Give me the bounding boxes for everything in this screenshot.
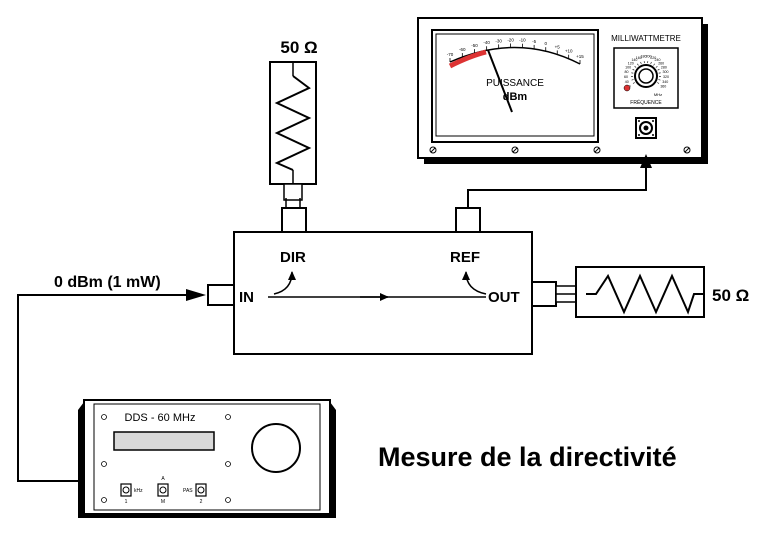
ref-coupling-arrow — [462, 271, 487, 295]
knob-m-label: M — [161, 499, 165, 505]
load-dir: 50 Ω — [269, 38, 318, 233]
frequency-tick-label: 160 — [636, 56, 642, 60]
cable-generator-to-in — [17, 294, 186, 482]
knob-pas-sub: 2 — [200, 499, 203, 505]
port-in-label: IN — [239, 289, 254, 306]
frequency-tick — [658, 79, 661, 81]
meter-unit: dBm — [503, 91, 528, 103]
generator-name: DDS - 60 MHz — [125, 412, 196, 424]
ref-port-connector[interactable] — [455, 207, 481, 233]
port-out-label: OUT — [488, 289, 520, 306]
frequency-tick-label: 80 — [624, 70, 628, 74]
port-dir-label: DIR — [280, 249, 306, 266]
frequency-tick-label: 180 — [641, 55, 647, 59]
frequency-tick-label: 60 — [624, 75, 628, 79]
frequency-tick — [637, 63, 639, 66]
frequency-tick-label: 220 — [650, 56, 656, 60]
frequency-unit: MHz — [654, 92, 662, 97]
meter-tick-label: +15 — [576, 54, 584, 59]
dir-coupling-arrow — [273, 271, 296, 295]
frequency-tick-label: 240 — [655, 58, 661, 62]
frequency-tick-label: 200 — [645, 55, 651, 59]
frequency-tick — [657, 69, 660, 71]
frequency-tick-label: 40 — [625, 80, 629, 84]
generator-knob-pas[interactable] — [195, 483, 207, 497]
meter-face — [431, 29, 599, 143]
diagram-title: Mesure de la directivité — [378, 442, 677, 472]
knob-pas-label: PAS — [183, 488, 193, 494]
meter-tick-label: -5 — [532, 39, 536, 44]
load-top-label: 50 Ω — [280, 38, 317, 57]
frequency-tick — [653, 63, 655, 66]
resistor-zigzag-right — [586, 273, 704, 315]
frequency-tick-label: 120 — [628, 61, 634, 65]
meter-tick-label: -60 — [459, 47, 466, 52]
frequency-tick-label: 260 — [658, 61, 664, 65]
input-power-label: 0 dBm (1 mW) — [54, 274, 161, 291]
meter-needle — [487, 49, 513, 113]
frequency-tick — [631, 79, 634, 81]
generator-screws — [101, 414, 231, 503]
meter-scale-label: PUISSANCE — [486, 78, 544, 89]
meter-tick-label: +10 — [565, 49, 573, 54]
generator-knob-m[interactable] — [157, 483, 169, 497]
meter-tick-label: -20 — [507, 38, 514, 43]
meter-tick-label: -40 — [483, 40, 490, 45]
frequency-tick-label: 280 — [661, 66, 667, 70]
meter-tick-label: -50 — [471, 43, 478, 48]
knob-m-top: A — [161, 476, 165, 482]
meter-tick-label: -10 — [519, 38, 526, 43]
knob-khz-label: kHz — [134, 488, 143, 494]
frequency-tick — [657, 82, 660, 84]
frequency-tick-label: 340 — [662, 80, 668, 84]
frequency-tick — [655, 66, 658, 68]
frequency-tick — [650, 61, 652, 64]
frequency-tick-label: 320 — [663, 75, 669, 79]
load-out: 50 Ω — [555, 266, 749, 318]
frequency-label: FRÉQUENCE — [630, 99, 662, 106]
generator-main-knob[interactable] — [251, 423, 301, 473]
frequency-tick — [634, 66, 637, 68]
meter-tick-label: 0 — [544, 41, 547, 46]
port-ref-label: REF — [450, 249, 480, 266]
arrow-to-milliwattmeter — [640, 154, 652, 168]
frequency-tick-label: 140 — [631, 58, 637, 62]
resistor-zigzag — [274, 75, 312, 171]
meter-scale-arc — [449, 46, 581, 65]
frequency-tick — [632, 82, 635, 84]
frequency-dial-ticks — [630, 61, 662, 84]
meter-ticks — [449, 43, 581, 64]
milliwattmeter-name: MILLIWATTMETRE — [611, 34, 681, 43]
load-right-label: 50 Ω — [712, 286, 749, 305]
generator-knob-khz[interactable] — [120, 483, 132, 497]
directional-coupler: IN OUT DIR REF — [207, 207, 557, 355]
meter-tick-label: +5 — [555, 44, 561, 49]
in-port-connector[interactable] — [207, 284, 235, 306]
generator-display — [113, 431, 215, 451]
arrow-to-in — [186, 289, 206, 301]
knob-khz-sub: 1 — [125, 499, 128, 505]
frequency-tick-label: 360 — [660, 85, 666, 89]
frequency-tick — [632, 69, 635, 71]
frequency-tick-label: 300 — [663, 70, 669, 74]
meter-tick-label: -30 — [495, 38, 502, 43]
cables — [17, 166, 647, 482]
meter-tick-label: -70 — [447, 52, 454, 57]
frequency-tick-label: 100 — [625, 66, 631, 70]
out-port-connector[interactable] — [531, 281, 557, 307]
frequency-knob[interactable] — [634, 64, 658, 88]
milliwattmeter-input-connector[interactable] — [635, 117, 657, 139]
frequency-tick — [640, 61, 642, 64]
meter-screws — [429, 146, 691, 154]
cable-ref-to-milliwattmeter — [467, 166, 647, 208]
dds-generator: DDS - 60 MHz kHz 1 A M PAS 2 — [78, 399, 336, 518]
